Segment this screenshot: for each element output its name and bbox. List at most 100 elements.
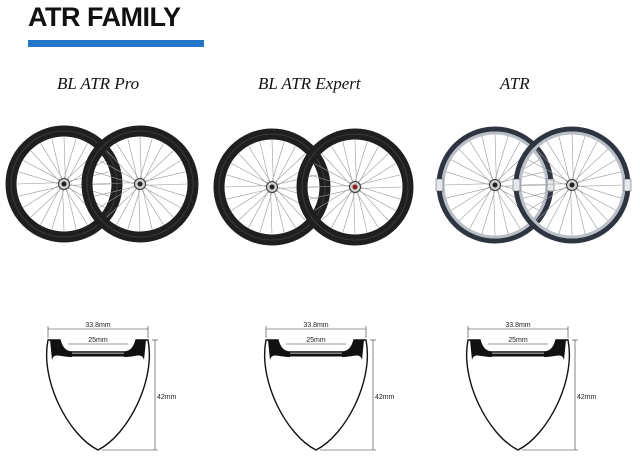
spoke [500,184,547,187]
spoke [106,150,136,181]
spoke [139,138,153,179]
spoke [307,185,350,188]
spoke [570,190,573,237]
spoke [63,138,77,179]
wheel [81,125,199,243]
spoke [354,141,368,182]
inner-width-label: 25mm [508,337,528,344]
spoke [494,133,497,180]
spoke [354,139,357,182]
spoke [493,190,496,237]
spoke [127,138,138,179]
spoke [224,185,267,188]
spoke [359,190,389,221]
spoke [331,191,352,228]
spoke [527,186,567,211]
spoke [558,135,570,180]
rim-outline [264,339,368,451]
spoke [500,171,545,183]
spoke [494,135,509,180]
rim-decal [512,178,521,192]
spoke [522,171,567,186]
spoke [445,171,490,186]
spoke [270,192,273,235]
spoke [248,191,269,228]
right-bead-wall [124,340,146,360]
rim-highlight [10,130,118,238]
spoke [144,187,174,218]
outer-width-label: 33.8mm [505,322,530,329]
spoke [145,171,186,182]
spoke [18,186,59,197]
hub-center [61,181,67,187]
wheel-pairs [5,125,632,246]
spoke [145,183,186,197]
spoke [360,174,401,185]
spoke [331,146,354,182]
spoke [275,153,306,183]
right-bead-wall [544,340,566,360]
spoke [577,184,622,199]
spoke [106,188,137,218]
spoke [66,189,77,230]
spoke [142,189,153,230]
spoke [259,141,270,182]
spoke [144,187,181,208]
left-bead-wall [470,340,492,360]
spoke [360,163,396,186]
spoke [145,160,181,183]
spoke [226,174,267,188]
depth-label: 42mm [375,394,395,401]
rim-decal [546,178,555,192]
depth-label: 42mm [157,394,177,401]
spoke [575,148,609,181]
hub-center [137,181,143,187]
spoke [358,153,389,183]
spoke [231,188,267,211]
rim-highlight [301,133,409,241]
spoke [577,159,617,184]
spoke [522,187,567,199]
rim-highlight [86,130,194,238]
hub-center [269,184,275,190]
spoke [577,184,624,187]
spoke [16,182,59,185]
wheel [5,125,123,243]
spoke [271,141,285,182]
spoke [40,143,63,179]
hub-center [352,184,358,190]
spoke [571,135,586,180]
spoke [450,186,490,211]
title-underline [28,40,204,47]
spoke [65,189,88,225]
spoke [226,189,267,200]
spoke [321,191,352,221]
spoke [309,174,350,188]
rim-decal [623,178,632,192]
spoke [360,186,403,189]
wheel [213,128,331,246]
wheel [296,128,414,246]
spoke [23,160,60,181]
spoke [143,150,174,180]
inner-width-label: 25mm [88,337,108,344]
spoke [520,183,567,186]
spoke [575,140,598,181]
spoke [314,188,350,211]
spoke [143,143,164,180]
spoke [116,143,139,179]
spoke [94,186,135,197]
spoke [145,183,188,186]
spoke [443,183,490,186]
spoke [238,153,268,184]
spoke [275,146,296,183]
spoke [571,133,574,180]
spoke [342,192,356,233]
left-bead-wall [50,340,72,360]
model-label-bl-atr-expert: BL ATR Expert [258,74,361,93]
spoke [481,190,496,235]
spoke [546,140,571,180]
spoke [116,188,137,225]
